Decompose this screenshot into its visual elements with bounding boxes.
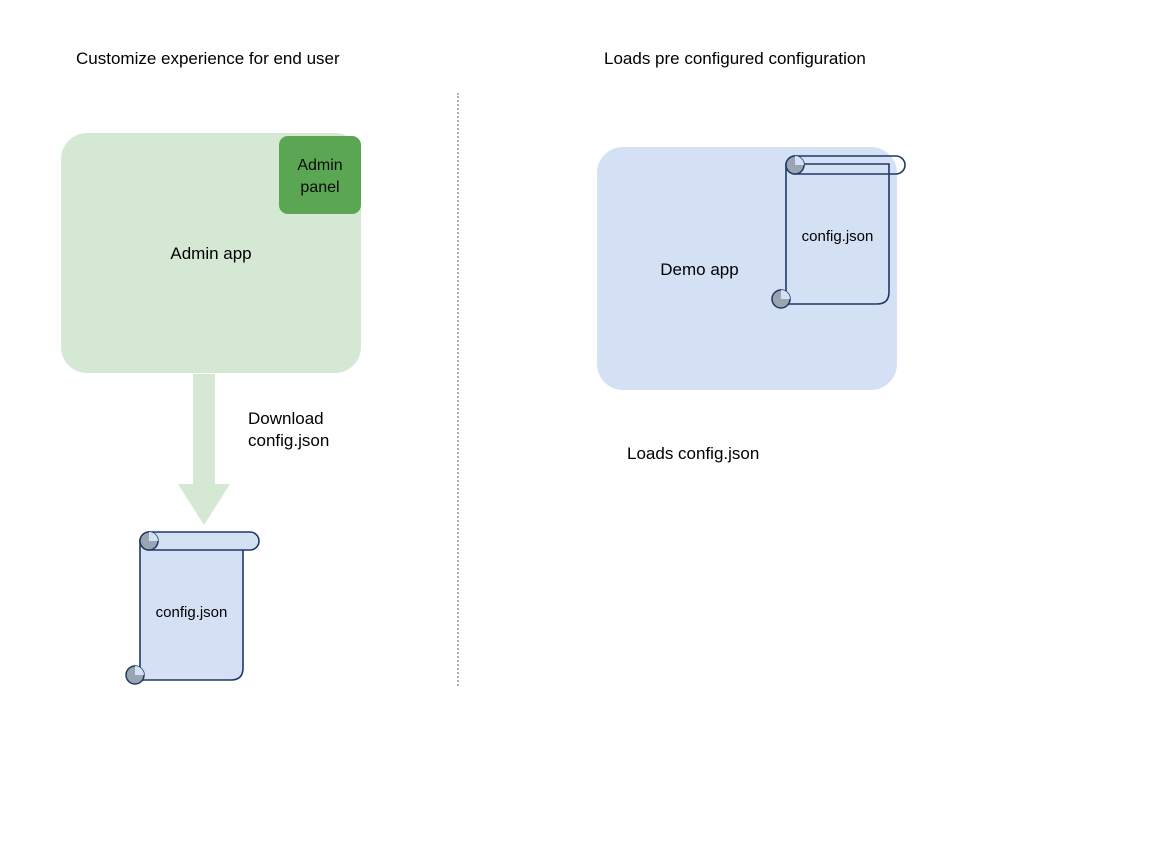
- vertical-divider: [457, 93, 459, 686]
- download-arrow-label-line2: config.json: [248, 431, 330, 450]
- download-arrow-label-line1: Download: [248, 409, 324, 428]
- loads-config-caption: Loads config.json: [627, 444, 760, 463]
- config-json-document-right[interactable]: [771, 152, 922, 322]
- heading-left: Customize experience for end user: [76, 49, 340, 68]
- config-json-label-left: config.json: [155, 604, 228, 621]
- download-arrow-icon: [172, 374, 236, 526]
- config-json-document-left[interactable]: [125, 528, 276, 698]
- demo-app-label: Demo app: [660, 260, 739, 279]
- config-json-label-right: config.json: [801, 228, 874, 245]
- demo-app-box[interactable]: [597, 147, 897, 390]
- admin-panel-label-line1: Admin: [297, 157, 343, 174]
- admin-panel-label-line2: panel: [300, 179, 340, 196]
- download-arrow-label: Download config.json: [248, 408, 329, 452]
- admin-panel-box[interactable]: [279, 136, 361, 214]
- admin-panel-label: Admin panel: [279, 155, 361, 199]
- heading-right: Loads pre configured configuration: [604, 49, 866, 68]
- admin-app-label: Admin app: [170, 244, 252, 263]
